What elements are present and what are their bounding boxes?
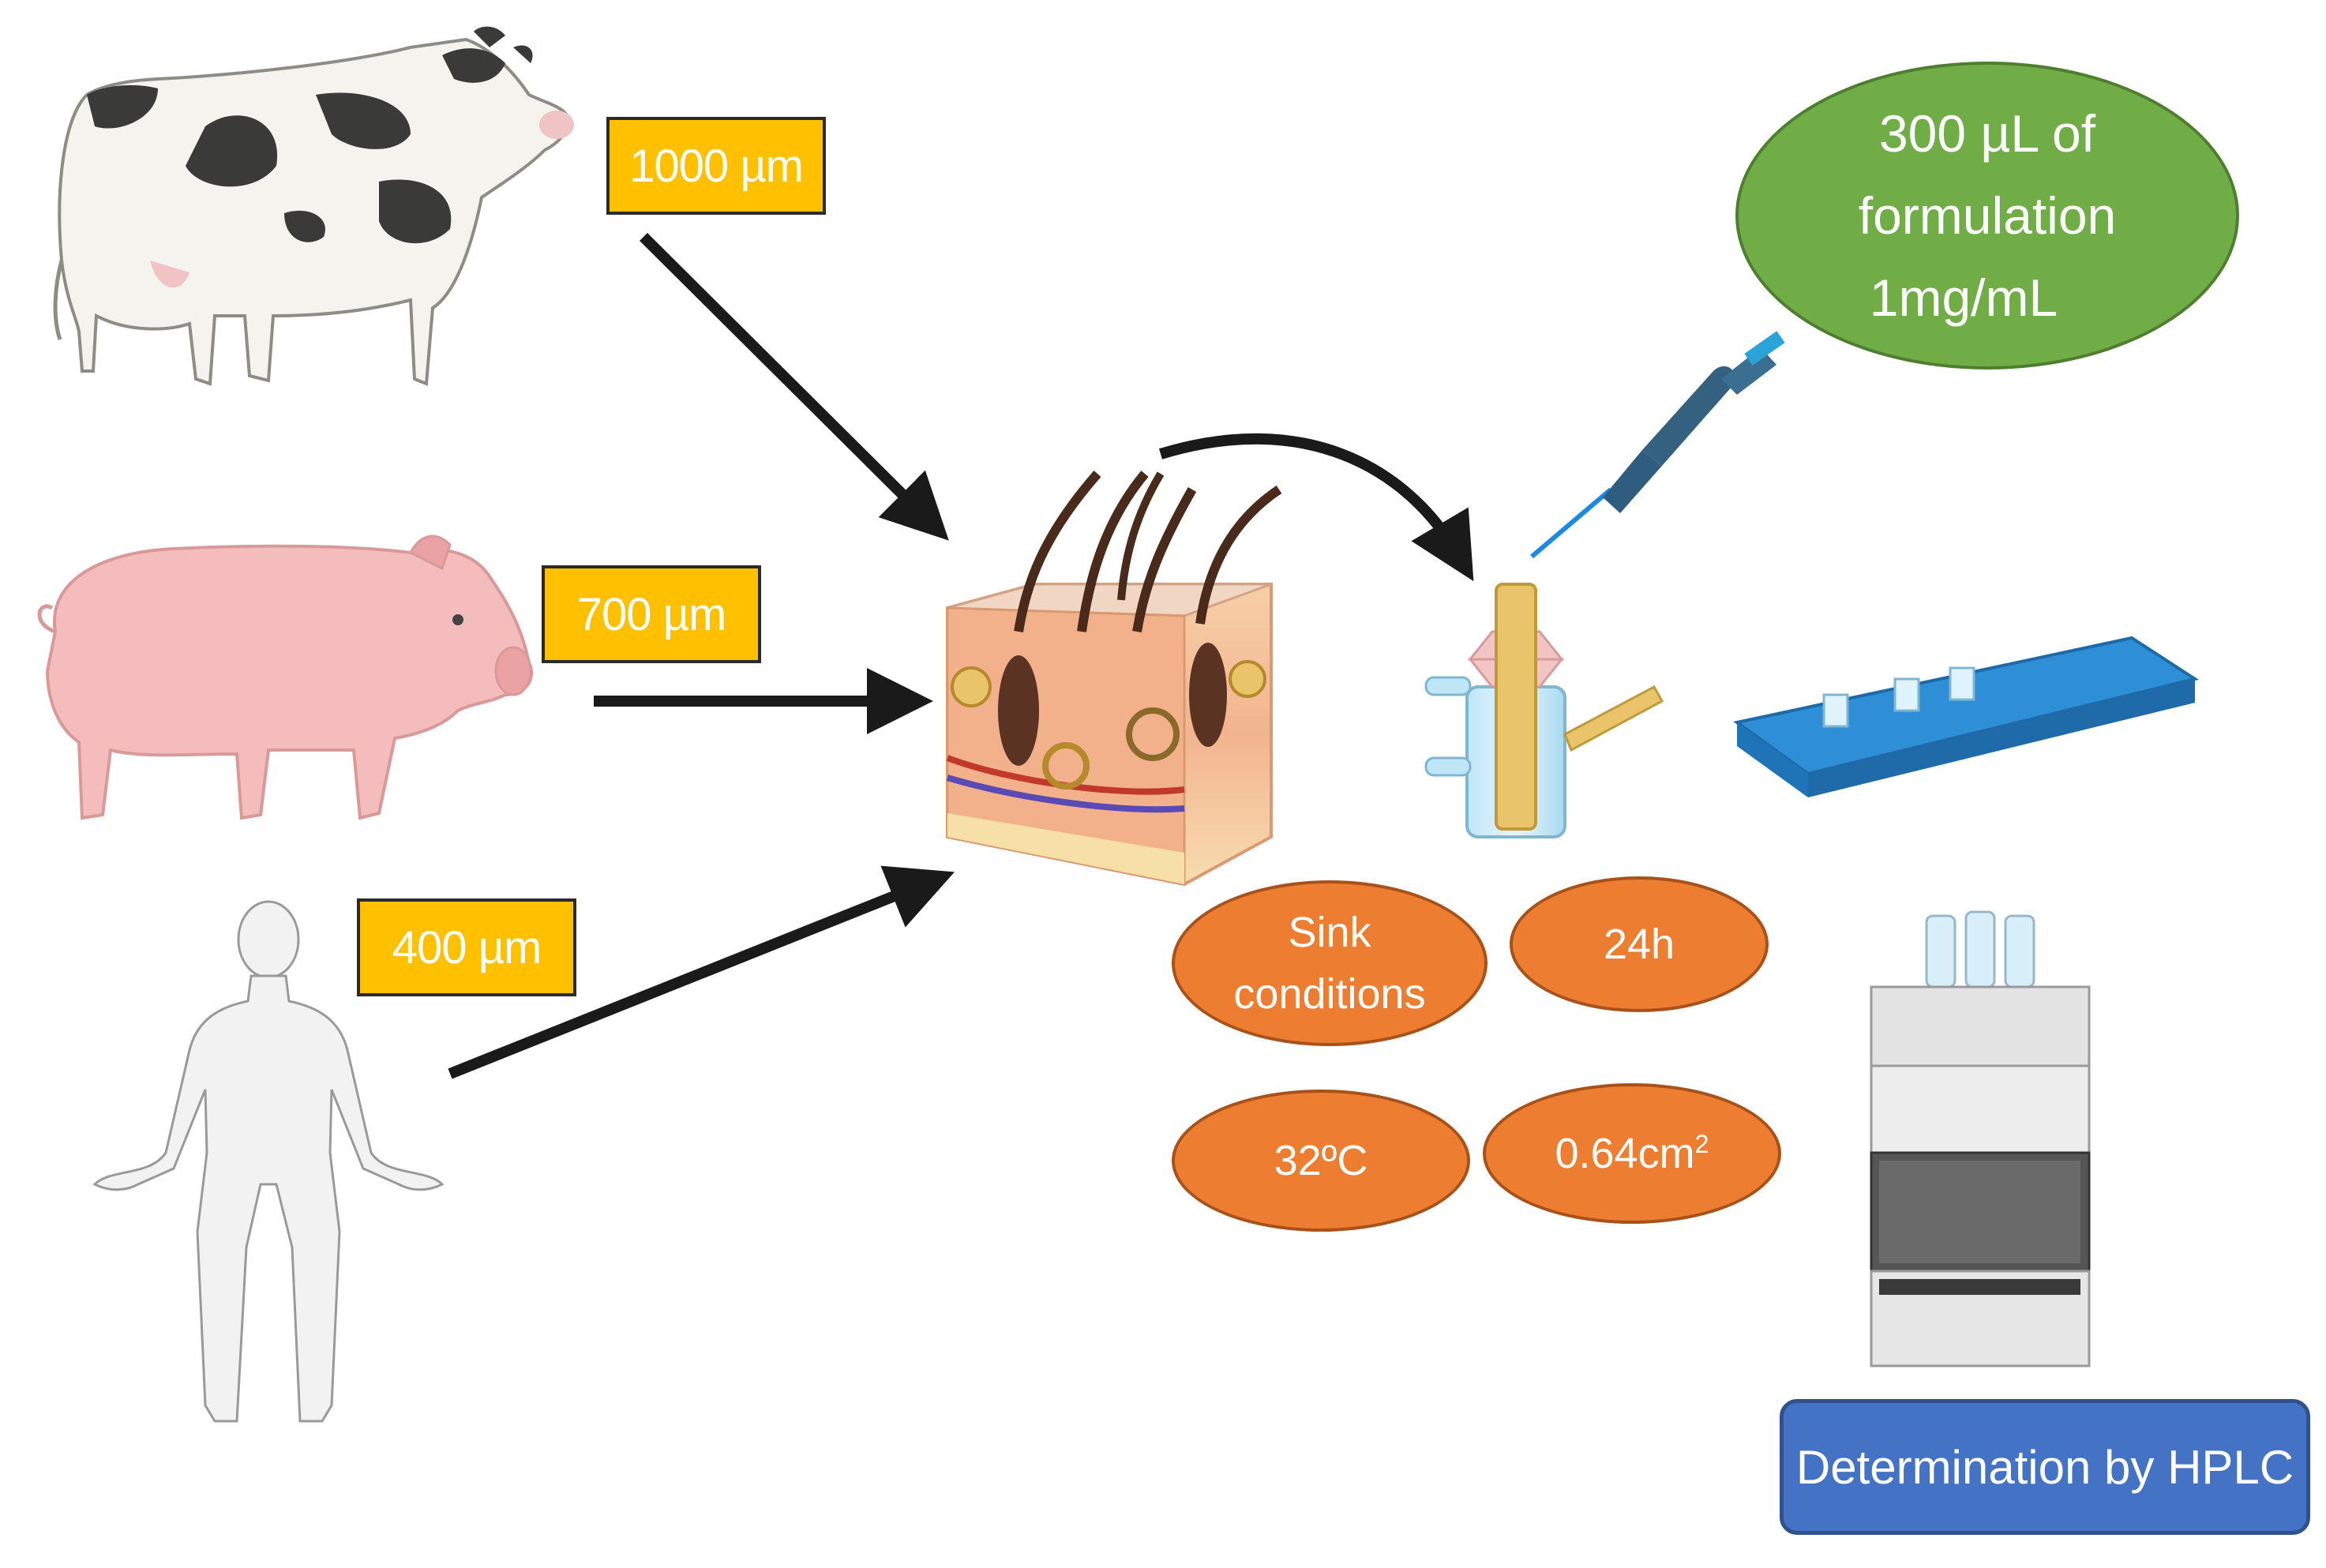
diffusion-area-oval: 0.64cm2	[1483, 1083, 1781, 1224]
sink-conditions-oval: Sink conditions	[1172, 880, 1488, 1046]
micropipette-icon	[1530, 331, 1785, 559]
cow-thickness-tag: 1000 µm	[606, 117, 826, 215]
human-to-skin-arrow	[448, 865, 955, 1079]
human-body-icon	[92, 900, 445, 1423]
cow-icon	[53, 26, 574, 386]
human-thickness-tag: 400 µm	[357, 898, 576, 996]
franz-cell-icon	[1424, 583, 1664, 838]
formulation-label-text: formulation	[1858, 186, 2117, 245]
temperature-oval: 32ºC	[1172, 1090, 1470, 1232]
formulation-volume-text: 300 µL of	[1878, 104, 2096, 163]
cow-to-skin-arrow	[640, 233, 949, 541]
formulation-bubble: 300 µL of formulation 1mg/mL	[1735, 62, 2239, 369]
diffusion-area-text: 0.64cm2	[1555, 1130, 1709, 1177]
skin-to-franz-cell-arrow	[1158, 433, 1474, 582]
sink-text: Sink	[1288, 909, 1371, 956]
formulation-concentration-text: 1mg/mL	[1869, 268, 2058, 327]
vial-rack-icon	[1733, 636, 2199, 797]
skin-cross-section-icon	[946, 471, 1282, 887]
pig-thickness-tag: 700 µm	[542, 565, 761, 663]
pig-icon	[37, 535, 534, 820]
duration-oval: 24h	[1510, 876, 1769, 1012]
conditions-text: conditions	[1233, 970, 1426, 1018]
duration-text: 24h	[1603, 921, 1675, 968]
hplc-determination-label: Determination by HPLC	[1780, 1399, 2310, 1535]
hplc-system-icon	[1870, 910, 2091, 1367]
